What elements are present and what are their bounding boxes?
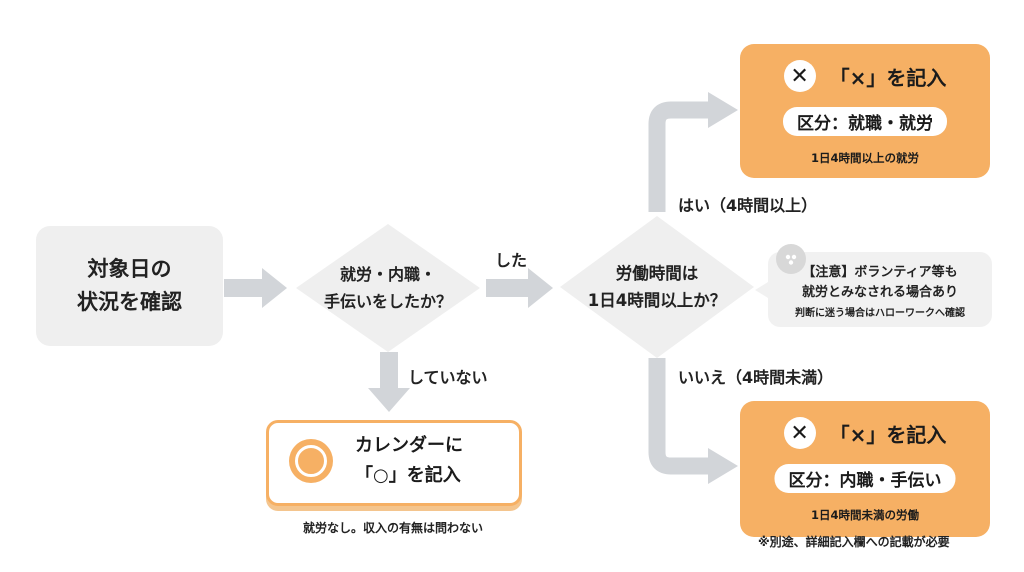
edge-label-no: いいえ（4時間未満） [678, 368, 834, 387]
notice-line-1: 【注意】ボランティア等も [802, 265, 958, 280]
result-sidejob: ✕ 「×」を記入 区分：内職・手伝い 1日4時間未満の労働 [740, 401, 990, 537]
arrow-question1-to-calendar [368, 352, 410, 412]
info-icon [776, 244, 806, 274]
calendar-note: 就労なし。収入の有無は問わない [302, 521, 483, 535]
start-line-1: 対象日の [87, 257, 172, 281]
arrow-question1-to-question2 [486, 268, 553, 308]
result-employment-title: 「×」を記入 [829, 65, 947, 90]
decision-hours: 労働時間は 1日4時間以上か？ [560, 216, 754, 358]
edge-label-did: した [495, 251, 528, 270]
notice-pointer [755, 282, 768, 298]
start-line-2: 状況を確認 [77, 290, 182, 314]
notice-line-3: 判断に迷う場合はハローワークへ確認 [795, 308, 965, 319]
result-employment: ✕ 「×」を記入 区分：就職・就労 1日4時間以上の就労 [740, 44, 990, 178]
arrow-question2-to-result-sidejob [648, 358, 712, 475]
result-sidejob-category: 区分：内職・手伝い [774, 464, 956, 493]
decision-hours-line-2: 1日4時間以上か？ [587, 291, 727, 310]
result-sidejob-sub: 1日4時間未満の労働 [810, 508, 919, 522]
calendar-line-1: カレンダーに [355, 435, 463, 456]
result-employment-sub: 1日4時間以上の就労 [810, 151, 919, 165]
circle-mark-icon [289, 439, 333, 483]
decision-hours-line-1: 労働時間は [615, 264, 699, 283]
notice-line-2: 就労とみなされる場合あり [801, 285, 958, 300]
result-sidejob-title: 「×」を記入 [829, 422, 947, 447]
edge-label-yes: はい（4時間以上） [678, 196, 818, 215]
decision-worked-line-2: 手伝いをしたか？ [323, 292, 452, 311]
close-icon: ✕ [783, 417, 816, 449]
result-calendar: カレンダーに 「○」を記入 [266, 420, 522, 506]
edge-label-did-not: していない [408, 368, 488, 387]
calendar-line-2: 「○」を記入 [355, 465, 461, 486]
arrow-question2-to-result-employment [648, 101, 712, 212]
notice-box: 【注意】ボランティア等も 就労とみなされる場合あり 判断に迷う場合はハローワーク… [768, 244, 992, 327]
start-node: 対象日の 状況を確認 [36, 226, 223, 346]
decision-worked-line-1: 就労・内職・ [339, 265, 436, 284]
decision-worked: 就労・内職・ 手伝いをしたか？ [296, 224, 480, 352]
result-employment-category: 区分：就職・就労 [783, 107, 947, 136]
footer-note: ※別途、詳細記入欄への記載が必要 [758, 535, 950, 549]
close-icon: ✕ [783, 60, 816, 92]
arrow-start-to-question1 [224, 268, 287, 308]
